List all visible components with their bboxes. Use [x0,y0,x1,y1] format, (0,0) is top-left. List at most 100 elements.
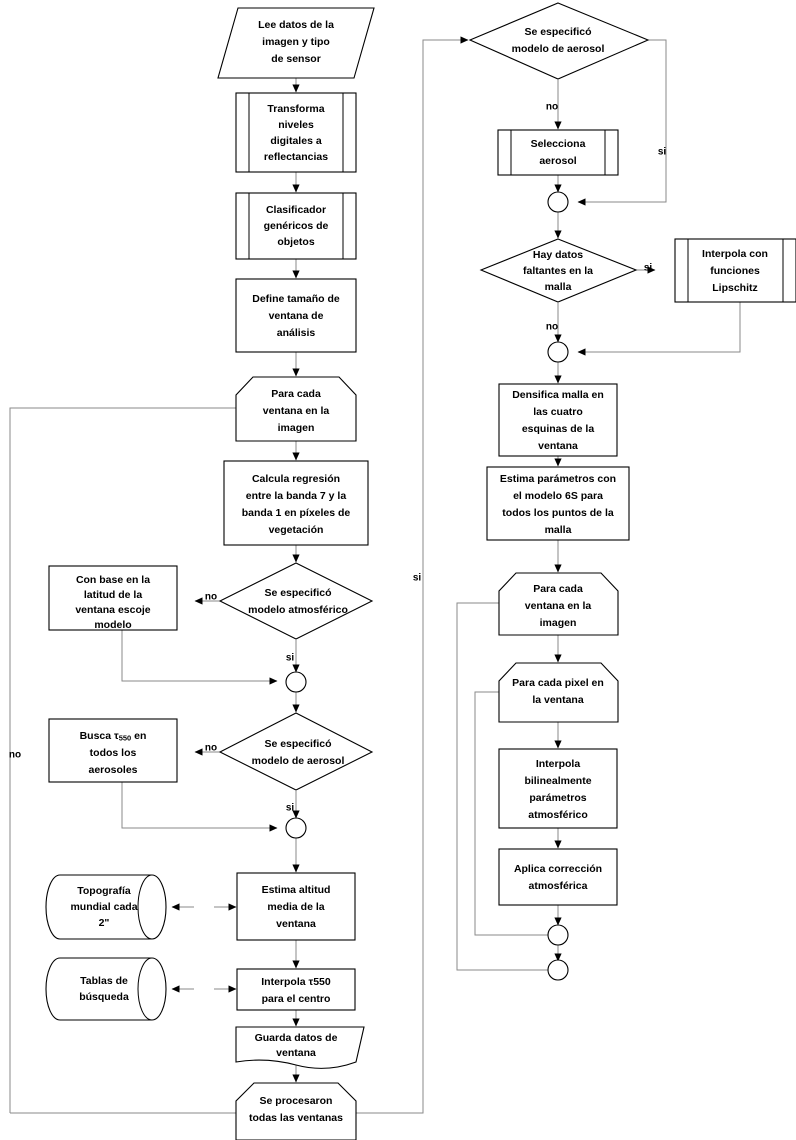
merge-circle-aerosol [285,817,307,839]
label-no-atmosferico: no [205,592,217,603]
selecciona-aerosol-shape [497,129,619,176]
node-estima-parametros[interactable]: Estima parámetros con el modelo 6S para … [486,466,630,541]
tablas-busqueda-shape [45,957,167,1021]
decision-modelo-aerosol-izq-shape [218,712,374,791]
node-tablas-busqueda[interactable]: Tablas de búsqueda [45,957,167,1021]
node-para-cada-ventana-2[interactable]: Para cada ventana en la imagen [498,572,619,636]
define-ventana-line1: Define tamaño de [252,293,340,305]
decision-modelo-aerosol-der-line1: Se especificó [524,26,591,38]
decision-modelo-atmosferico-line1: Se especificó [264,587,331,599]
con-base-latitud-line3: ventana escoje [75,604,150,616]
interpola-lipschitz-line1: Interpola con [702,248,768,260]
transforma-shape [235,92,357,173]
node-interpola-lipschitz[interactable]: Interpola con funciones Lipschitz [674,238,796,303]
edge-loopback-ventanas [9,404,278,1113]
node-aplica-correccion[interactable]: Aplica corrección atmosférica [498,848,618,906]
decision-modelo-aerosol-izq-line1: Se especificó [264,738,331,750]
merge-circle-ventana-loop [547,959,569,981]
clasificador-shape [235,192,357,260]
node-estima-altitud[interactable]: Estima altitud media de la ventana [236,872,356,941]
calcula-regresion-line1: Calcula regresión [252,473,340,485]
interpola-bilineal-line1: Interpola [536,758,580,770]
node-con-base-latitud[interactable]: Con base en la latitud de la ventana esc… [48,565,178,631]
merge-circle-atmosferico [285,671,307,693]
label-si-faltantes: si [644,263,653,274]
decision-modelo-aerosol-der-shape [468,2,650,80]
node-transforma[interactable]: Transforma niveles digitales a reflectan… [235,92,357,173]
densifica-malla-shape [498,383,618,457]
node-decision-datos-faltantes[interactable]: Hay datos faltantes en la malla [479,238,638,303]
edge-conbase-merge1 [121,630,278,685]
selecciona-aerosol-line2: aerosol [539,155,576,167]
para-cada-pixel-shape [498,662,619,723]
lee-datos-shape [217,7,375,79]
topografia-line1: Topografía [77,885,131,897]
edge-procesaron-si-right [352,36,469,1114]
define-ventana-line2: ventana de [269,310,324,322]
node-selecciona-aerosol[interactable]: Selecciona aerosol [497,129,619,176]
estima-altitud-line1: Estima altitud [262,884,331,896]
clasificador-line3: objetos [277,236,314,248]
densifica-malla-line1: Densifica malla en [512,389,604,401]
node-guarda-datos[interactable]: Guarda datos de ventana [235,1026,365,1069]
para-cada-ventana-2-line1: Para cada [533,583,583,595]
interpola-lipschitz-line3: Lipschitz [712,282,758,294]
lee-datos-line2: imagen y tipo [262,36,330,48]
node-busca-tau[interactable]: Busca τ550 en todos los aerosoles [48,718,178,783]
merge-circle-faltantes [547,341,569,363]
densifica-malla-line3: esquinas de la [522,423,595,435]
transforma-line1: Transforma [267,103,324,115]
para-cada-pixel-line2: la ventana [532,694,584,706]
para-cada-ventana-1-line1: Para cada [271,388,321,400]
node-lee-datos[interactable]: Lee datos de la imagen y tipo de sensor [217,7,375,79]
con-base-latitud-line2: latitud de la [84,589,143,601]
edge-busca-merge2 [121,782,278,832]
decision-datos-faltantes-shape [479,238,638,303]
busca-tau-line1: Busca τ550 en [80,730,147,743]
para-cada-ventana-1-line3: imagen [278,422,315,434]
decision-datos-faltantes-line1: Hay datos [533,249,583,261]
node-decision-modelo-aerosol-der[interactable]: Se especificó modelo de aerosol [468,2,650,80]
para-cada-ventana-1-line2: ventana en la [263,405,330,417]
transforma-line4: reflectancias [264,151,328,163]
para-cada-ventana-1-shape [235,376,357,442]
guarda-datos-line1: Guarda datos de [255,1032,338,1044]
calcula-regresion-line2: entre la banda 7 y la [246,490,347,502]
node-calcula-regresion[interactable]: Calcula regresión entre la banda 7 y la … [223,460,369,546]
tablas-busqueda-cap [137,957,153,1021]
para-cada-pixel-line1: Para cada pixel en [512,677,604,689]
node-densifica-malla[interactable]: Densifica malla en las cuatro esquinas d… [498,383,618,457]
node-topografia[interactable]: Topografía mundial cada 2" [45,874,167,940]
label-si-aerosol-izq: si [286,803,295,814]
label-no-aerosol-izq: no [205,743,217,754]
edge-loopback-pixel [474,688,548,936]
node-define-ventana[interactable]: Define tamaño de ventana de análisis [235,278,357,353]
tablas-busqueda-line2: búsqueda [79,991,129,1003]
calcula-regresion-line3: banda 1 en píxeles de [242,507,351,519]
node-interpola-tau[interactable]: Interpola τ550 para el centro [236,968,356,1011]
estima-parametros-shape [486,466,630,541]
interpola-tau-shape [236,968,356,1011]
label-no-faltantes: no [546,322,558,333]
edge-decaer-si [577,39,667,206]
con-base-latitud-shape [48,565,178,631]
busca-tau-line2: todos los [90,747,137,759]
node-decision-modelo-aerosol-izq[interactable]: Se especificó modelo de aerosol [218,712,374,791]
para-cada-ventana-2-line2: ventana en la [525,600,592,612]
estima-parametros-line3: todos los puntos de la [502,507,614,519]
interpola-lipschitz-shape [674,238,796,303]
node-clasificador[interactable]: Clasificador genéricos de objetos [235,192,357,260]
node-decision-modelo-atmosferico[interactable]: Se especificó modelo atmosférico [218,562,374,640]
define-ventana-line3: análisis [277,327,316,339]
clasificador-line2: genéricos de [264,220,329,232]
node-se-procesaron[interactable]: Se procesaron todas las ventanas [235,1082,357,1140]
node-para-cada-pixel[interactable]: Para cada pixel en la ventana [498,662,619,723]
merge-circle-aerosol-der [547,191,569,213]
guarda-datos-line2: ventana [276,1047,316,1059]
node-interpola-bilineal[interactable]: Interpola bilinealmente parámetros atmos… [498,748,618,829]
node-para-cada-ventana-1[interactable]: Para cada ventana en la imagen [235,376,357,442]
aplica-correccion-line1: Aplica corrección [514,863,602,875]
interpola-tau-line2: para el centro [262,993,331,1005]
con-base-latitud-line1: Con base en la [76,574,150,586]
